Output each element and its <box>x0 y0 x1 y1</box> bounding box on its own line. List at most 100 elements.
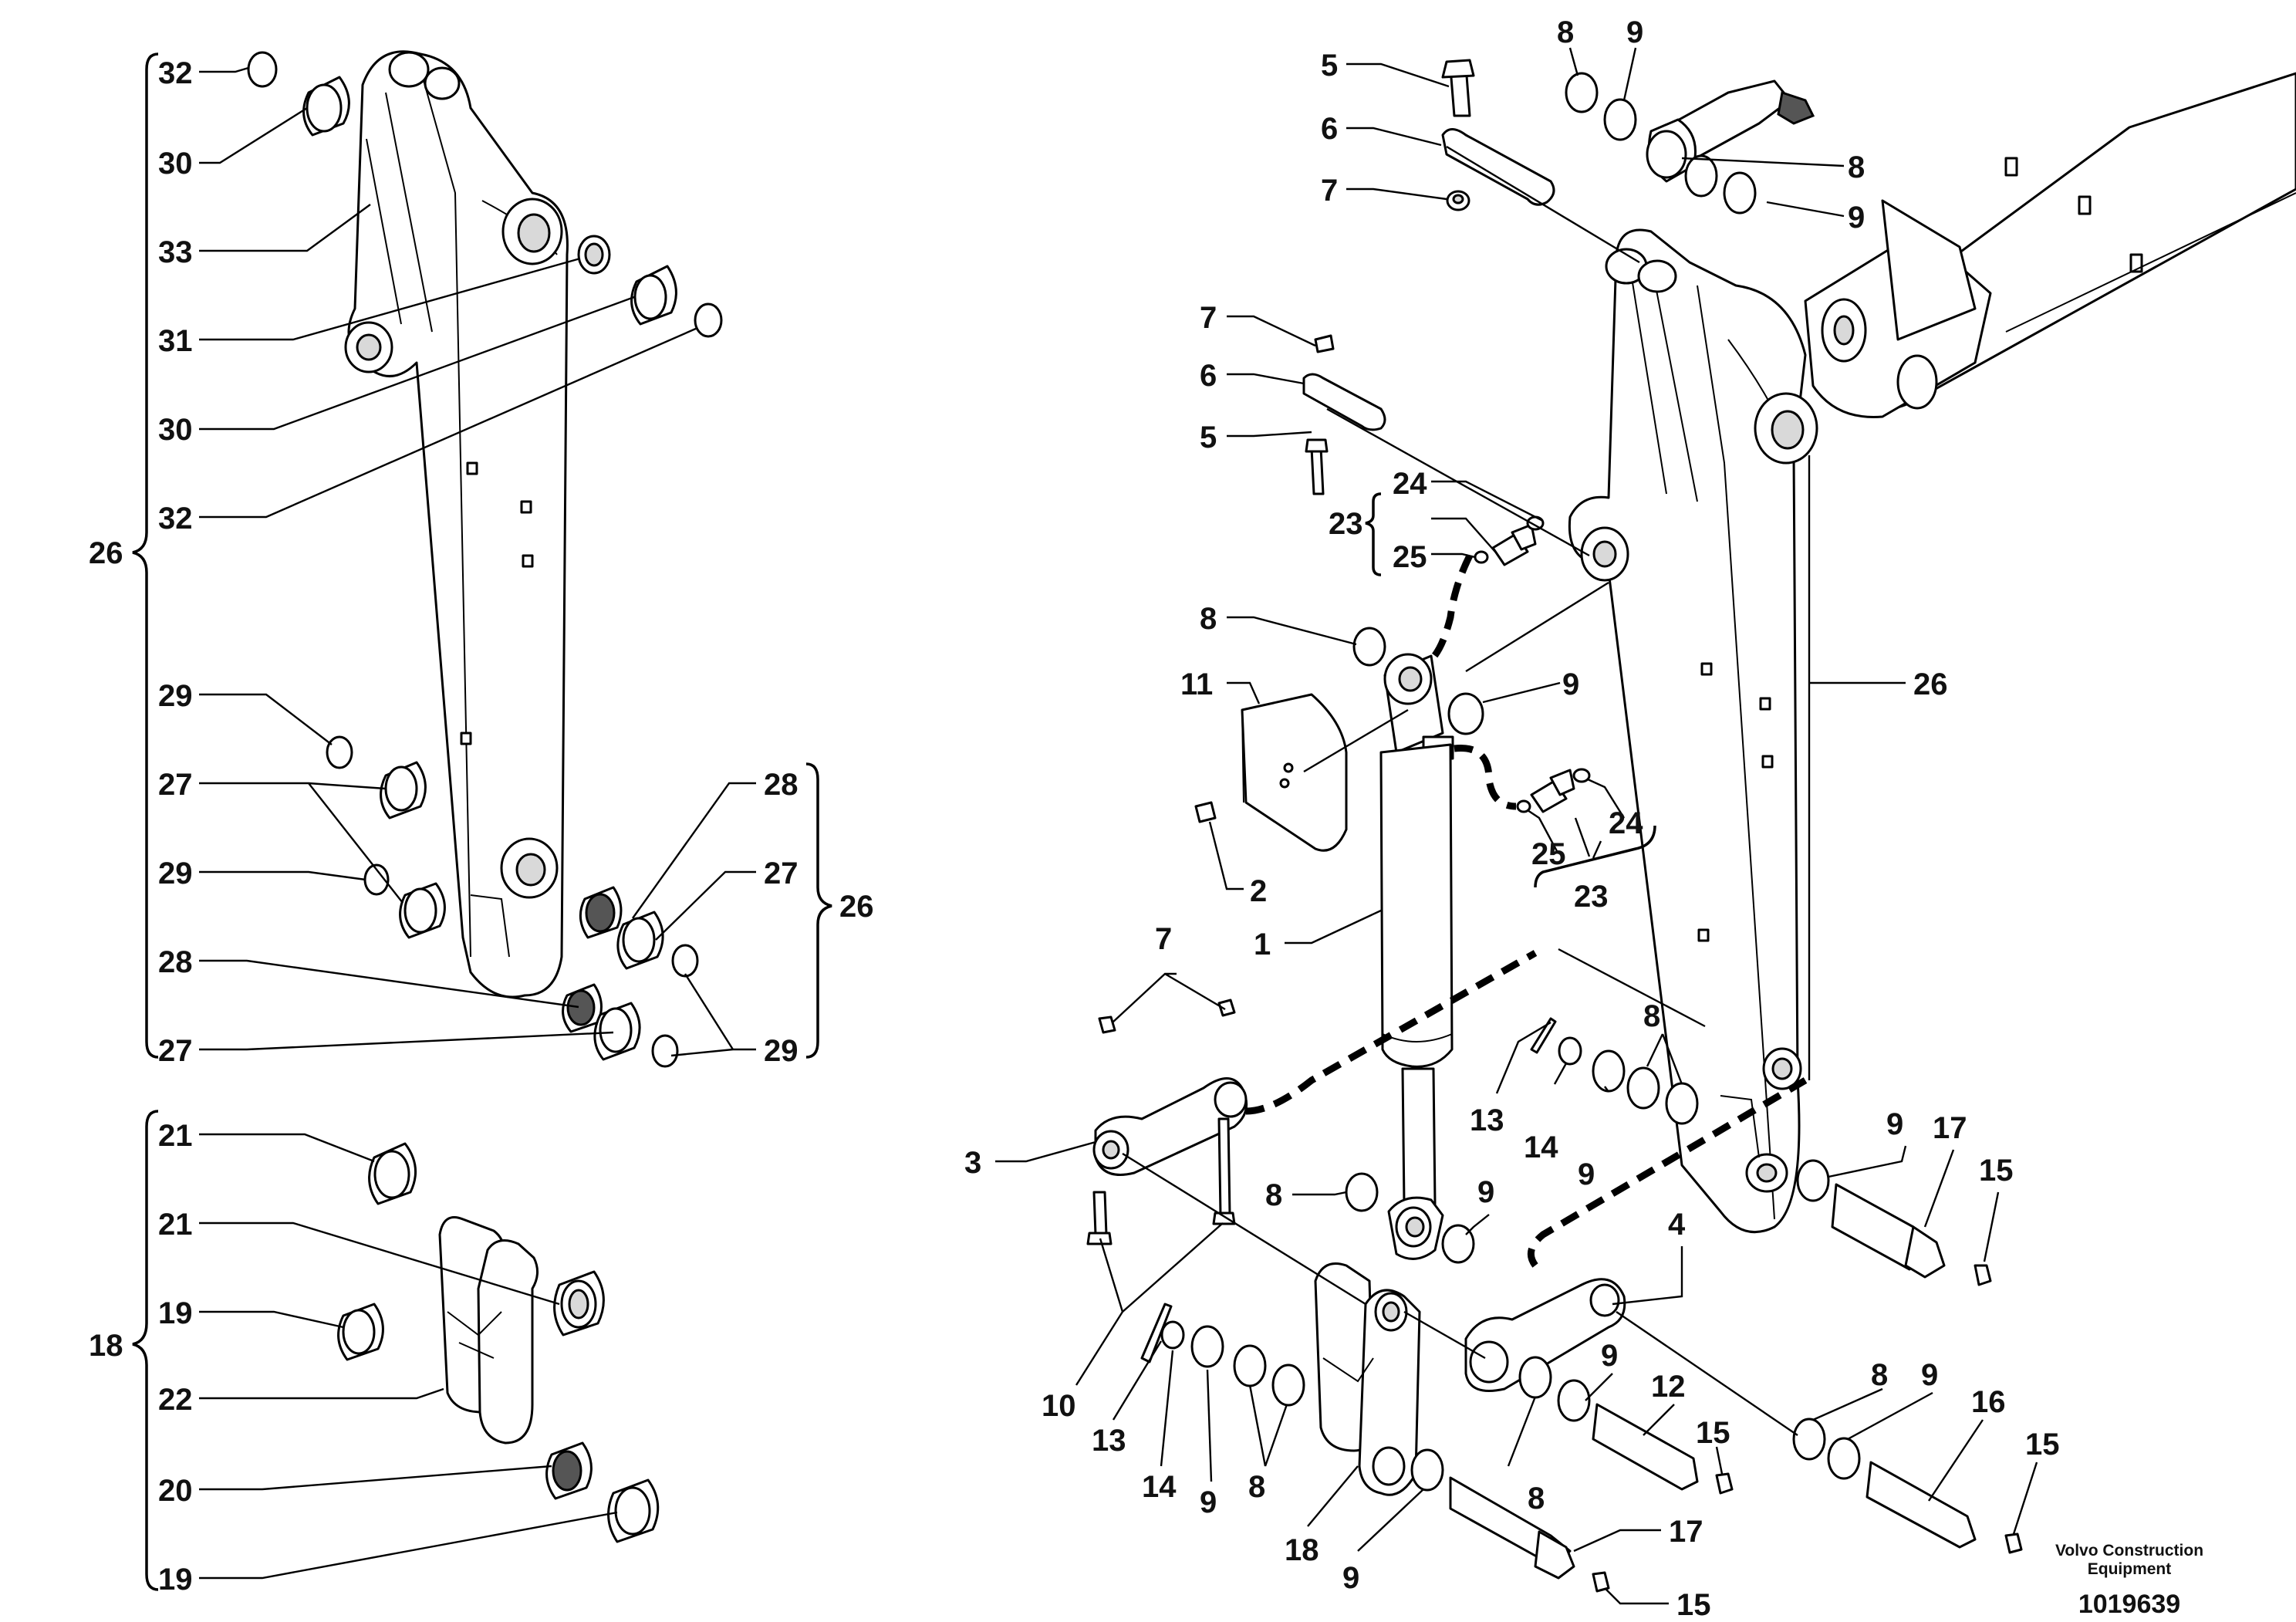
callout-23: 23 <box>1574 880 1609 914</box>
callout-14: 14 <box>1524 1130 1558 1164</box>
callout-21: 21 <box>158 1208 193 1242</box>
callout-29: 29 <box>158 679 193 713</box>
callout-9: 9 <box>1562 667 1579 701</box>
leaders-right <box>995 47 2038 1605</box>
callout-26: 26 <box>839 890 874 924</box>
callout-15: 15 <box>1676 1588 1711 1622</box>
callout-33: 33 <box>158 235 193 269</box>
hardware <box>1086 334 2023 1593</box>
brace-18-left <box>132 1110 159 1591</box>
callout-25: 25 <box>1531 837 1566 871</box>
brace-26-left <box>132 52 159 1059</box>
bushings-group-26 <box>247 51 723 1068</box>
callout-4: 4 <box>1668 1208 1686 1242</box>
callout-labels: 32 30 33 31 30 32 26 29 27 29 28 27 26 2… <box>89 15 2060 1622</box>
callout-27: 27 <box>764 857 799 890</box>
callout-15: 15 <box>2025 1428 2060 1461</box>
callout-5: 5 <box>1200 421 1217 454</box>
callout-8: 8 <box>1557 15 1574 49</box>
callout-8: 8 <box>1848 150 1865 184</box>
callout-26: 26 <box>1913 667 1948 701</box>
callout-20: 20 <box>158 1474 193 1508</box>
callout-13: 13 <box>1470 1103 1504 1137</box>
callout-6: 6 <box>1200 359 1217 393</box>
callout-8: 8 <box>1265 1178 1282 1212</box>
callout-15: 15 <box>1696 1416 1730 1450</box>
hose-link3 <box>1245 950 1538 1115</box>
callout-26: 26 <box>89 536 123 570</box>
hose-mid <box>1454 745 1517 810</box>
footer: Volvo Construction Equipment 1019639 <box>2055 1542 2203 1619</box>
callout-18: 18 <box>1285 1533 1319 1567</box>
callout-3: 3 <box>964 1146 981 1180</box>
leaders-group-26 <box>199 66 756 1057</box>
callout-15: 15 <box>1979 1154 2014 1188</box>
callout-17: 17 <box>1669 1515 1703 1549</box>
callout-30: 30 <box>158 413 193 447</box>
callout-8: 8 <box>1200 602 1217 636</box>
callout-28: 28 <box>158 945 193 979</box>
arm-right <box>1568 228 1818 1234</box>
callout-17: 17 <box>1933 1111 1967 1145</box>
callout-9: 9 <box>1477 1175 1494 1209</box>
callout-19: 19 <box>158 1296 193 1330</box>
callout-7: 7 <box>1155 922 1172 956</box>
callout-9: 9 <box>1921 1358 1938 1392</box>
braces-left <box>132 52 832 1591</box>
link-18-right <box>1314 1262 1421 1496</box>
callout-13: 13 <box>1092 1424 1126 1458</box>
top-pin-parts <box>1441 59 1815 215</box>
callout-10: 10 <box>1042 1389 1076 1423</box>
callout-30: 30 <box>158 147 193 181</box>
callout-28: 28 <box>764 768 799 802</box>
callout-24: 24 <box>1393 467 1427 501</box>
callout-11: 11 <box>1180 667 1213 701</box>
hose-top <box>1428 553 1474 663</box>
callout-19: 19 <box>158 1563 193 1597</box>
callout-24: 24 <box>1609 806 1643 840</box>
callout-29: 29 <box>764 1034 799 1068</box>
callout-22: 22 <box>158 1383 193 1417</box>
callout-9: 9 <box>1601 1339 1618 1373</box>
callout-9: 9 <box>1848 201 1865 235</box>
callout-9: 9 <box>1626 15 1643 49</box>
callout-9: 9 <box>1578 1157 1595 1191</box>
callout-27: 27 <box>158 1034 193 1068</box>
callout-31: 31 <box>158 324 193 358</box>
callout-7: 7 <box>1321 174 1338 208</box>
guard <box>1241 693 1348 852</box>
callout-5: 5 <box>1321 49 1338 83</box>
callout-16: 16 <box>1971 1385 2006 1419</box>
callout-8: 8 <box>1643 999 1660 1033</box>
callout-1: 1 <box>1254 928 1271 961</box>
callout-9: 9 <box>1200 1485 1217 1519</box>
link-4 <box>1464 1278 1626 1392</box>
callout-8: 8 <box>1248 1470 1265 1504</box>
callout-27: 27 <box>158 768 193 802</box>
callout-29: 29 <box>158 857 193 890</box>
fittings <box>1474 515 1591 813</box>
document-number: 1019639 <box>2078 1590 2180 1619</box>
hose-link4 <box>1527 1077 1808 1268</box>
link-3 <box>1092 1077 1248 1176</box>
link-group-18 <box>337 1142 660 1543</box>
callout-8: 8 <box>1871 1358 1888 1392</box>
callout-8: 8 <box>1528 1482 1545 1516</box>
callout-7: 7 <box>1200 301 1217 335</box>
callout-18: 18 <box>89 1329 123 1363</box>
arm-left <box>344 50 569 999</box>
callout-21: 21 <box>158 1119 193 1153</box>
callout-6: 6 <box>1321 112 1338 146</box>
boom <box>1804 72 2296 418</box>
callout-2: 2 <box>1250 874 1267 908</box>
callout-9: 9 <box>1342 1561 1359 1595</box>
callout-32: 32 <box>158 502 193 536</box>
callout-9: 9 <box>1886 1107 1903 1141</box>
brand-line-1: Volvo Construction <box>2055 1542 2203 1559</box>
leaders-group-18 <box>199 1133 618 1580</box>
callout-25: 25 <box>1393 540 1427 574</box>
callout-14: 14 <box>1142 1470 1177 1504</box>
alignment-lines <box>1122 145 1798 1436</box>
cylinder <box>1379 653 1454 1260</box>
